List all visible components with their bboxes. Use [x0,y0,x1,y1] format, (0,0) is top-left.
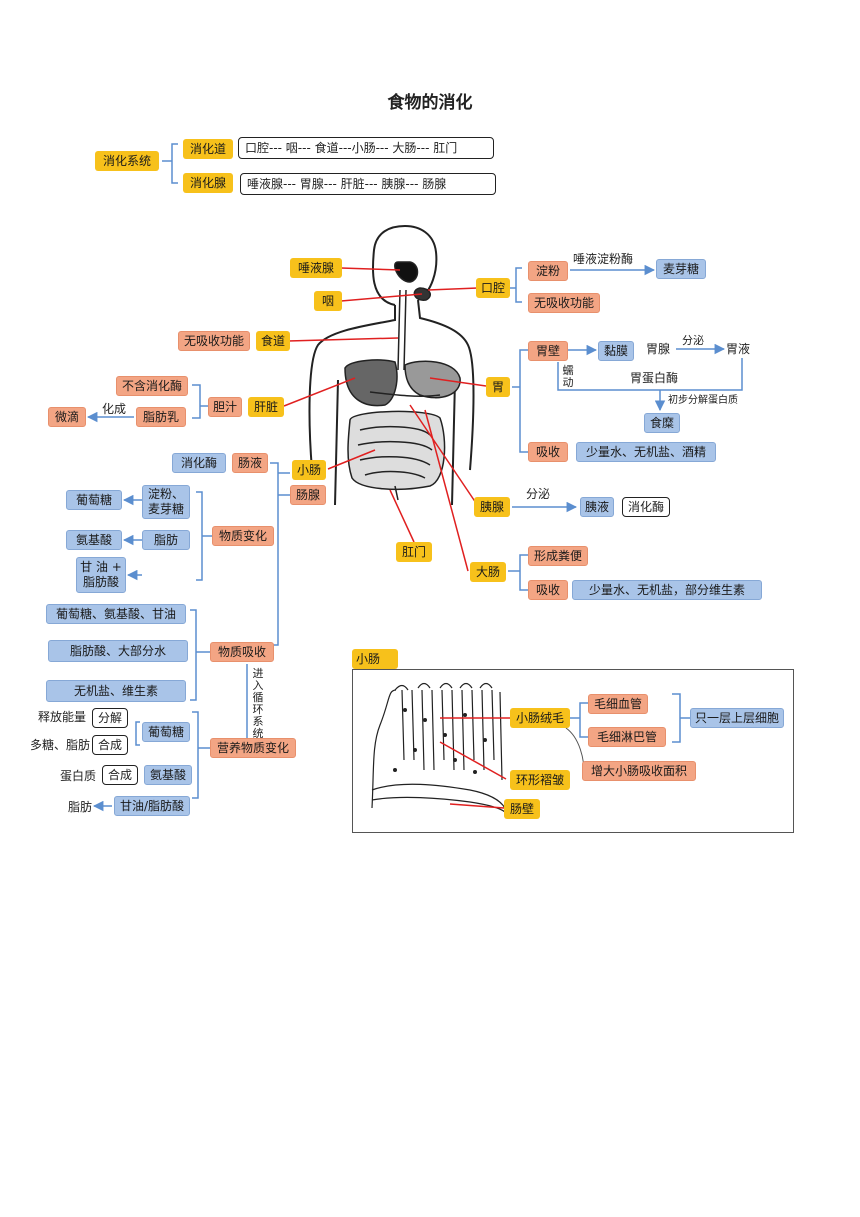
digestive-tract-path: 口腔--- 咽--- 食道---小肠--- 大肠--- 肛门 [238,137,494,159]
release-energy-label: 释放能量 [38,710,87,724]
pancreas-enzyme-node: 消化酶 [622,497,670,517]
mucosa-node: 黏膜 [598,341,634,361]
large-intestine-absorb-items: 少量水、无机盐，部分维生素 [572,580,762,600]
intestinal-juice-node: 肠液 [232,453,268,473]
nutrition-node: 营养物质变化 [210,738,296,758]
starch-maltose-node: 淀粉、 麦芽糖 [142,485,190,519]
nutrition-glucose-node: 葡萄糖 [142,722,190,742]
digestive-gland-path: 唾液腺--- 胃腺--- 肝脏--- 胰腺--- 肠腺 [240,173,496,195]
stomach-absorb-items: 少量水、无机盐、酒精 [576,442,716,462]
liver-node: 肝脏 [248,397,284,417]
villus-illustration [371,682,506,813]
absorb-item-2: 脂肪酸、大部分水 [48,640,188,662]
gastric-secrete-label: 分泌 [682,334,704,347]
lymph-node: 毛细淋巴管 [588,727,666,747]
stomach-absorb-node: 吸收 [528,442,568,462]
synthesize-node-2: 合成 [102,765,138,785]
form-feces-node: 形成粪便 [528,546,588,566]
nutrition-amino-node: 氨基酸 [144,765,192,785]
esophagus-note: 无吸收功能 [178,331,250,351]
fat-emulsion-node: 脂肪乳 [136,407,186,427]
folds-node: 环形褶皱 [510,770,570,790]
pharynx-node: 咽 [314,291,342,311]
circulation-label: 进入循环系统 [252,667,264,740]
salivary-gland-node: 唾液腺 [290,258,342,278]
synthesize-node: 合成 [92,735,128,755]
villus-panel-tag: 小肠 [352,649,398,669]
polysaccharide-label: 多糖、脂肪 [30,738,91,752]
digestive-enzyme-node: 消化酶 [172,453,226,473]
gastric-juice-label: 胃液 [726,342,751,356]
gastric-gland-label: 胃腺 [646,342,671,356]
intestinal-wall-node: 肠壁 [504,799,540,819]
starch-node: 淀粉 [528,261,568,281]
no-enzyme-node: 不含消化酶 [116,376,188,396]
decompose-node: 分解 [92,708,128,728]
nutrition-fat-label: 脂肪 [68,800,93,814]
transform-node: 物质变化 [212,526,274,546]
villus-panel-frame [352,669,794,833]
protein-first-step-label: 初步分解蛋白质 [668,395,738,406]
pepsin-label: 胃蛋白酶 [630,371,679,385]
stomach-node: 胃 [486,377,510,397]
intestinal-gland-node: 肠腺 [290,485,326,505]
protein-label: 蛋白质 [60,769,97,783]
absorb-item-3: 无机盐、维生素 [46,680,186,702]
maltose-node: 麦芽糖 [656,259,706,279]
increase-area-node: 增大小肠吸收面积 [582,761,696,781]
peristalsis-label: 蠕动 [562,364,574,389]
emulsify-label: 化成 [102,402,127,416]
amino-product: 氨基酸 [66,530,122,550]
capillary-node: 毛细血管 [588,694,648,714]
digestive-gland-node: 消化腺 [183,173,233,193]
mouth-no-absorb-node: 无吸收功能 [528,293,600,313]
esophagus-node: 食道 [256,331,290,351]
absorb-item-1: 葡萄糖、氨基酸、甘油 [46,604,186,624]
bile-node: 胆汁 [208,397,242,417]
anus-node: 肛门 [396,542,432,562]
pancreas-secrete-label: 分泌 [526,487,551,501]
chyme-node: 食糜 [644,413,680,433]
glucose-product: 葡萄糖 [66,490,122,510]
digestive-tract-node: 消化道 [183,139,233,159]
large-intestine-node: 大肠 [470,562,506,582]
mouth-node: 口腔 [476,278,510,298]
body-silhouette [308,224,475,506]
absorption-node: 物质吸收 [210,642,274,662]
stomach-wall-node: 胃壁 [528,341,568,361]
small-intestine-node: 小肠 [292,460,326,480]
large-intestine-absorb-node: 吸收 [528,580,568,600]
fat-node: 脂肪 [142,530,190,550]
pancreatic-juice-node: 胰液 [580,497,614,517]
villi-node: 小肠绒毛 [510,708,570,728]
salivary-amylase-label: 唾液淀粉酶 [573,252,634,266]
digestive-system-node: 消化系统 [95,151,159,171]
pancreas-node: 胰腺 [474,497,510,517]
droplets-node: 微滴 [48,407,86,427]
glycerol-fatty-acid-product: 甘 油 + 脂肪酸 [76,557,126,593]
single-layer-node: 只一层上层细胞 [690,708,784,728]
nutrition-glycerol-node: 甘油/脂肪酸 [114,796,190,816]
digestive-organs [344,261,461,501]
page-title: 食物的消化 [387,93,473,113]
